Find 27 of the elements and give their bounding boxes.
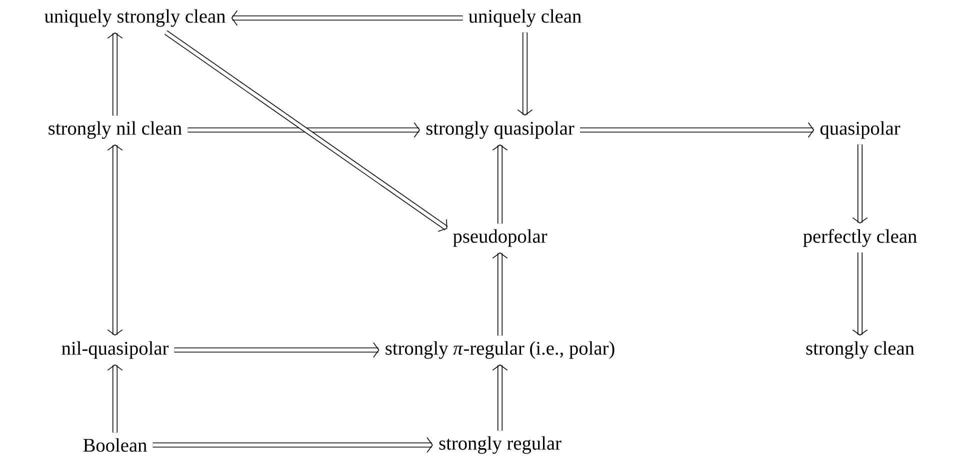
term-label: strongly π-regular (i.e., polar) <box>386 341 614 359</box>
term-label: strongly regular <box>439 436 562 454</box>
implication-arrow <box>492 364 508 431</box>
term-label: strongly clean <box>806 341 914 359</box>
implication-arrow <box>107 364 123 433</box>
implication-arrow <box>492 252 508 336</box>
implication-arrow <box>174 342 380 358</box>
implication-arrow <box>188 122 420 138</box>
implication-arrow <box>164 30 448 232</box>
term-label: uniquely strongly clean <box>44 9 226 27</box>
term-label: perfectly clean <box>803 229 917 247</box>
implication-arrow <box>152 437 433 453</box>
term-label: nil-quasipolar <box>62 341 169 359</box>
term-label: pseudopolar <box>453 229 548 247</box>
implication-arrow <box>231 10 463 26</box>
implication-arrow <box>492 144 508 224</box>
term-label: uniquely clean <box>468 9 582 27</box>
term-label: strongly nil clean <box>48 121 182 139</box>
implication-arrow <box>107 32 123 116</box>
term-label: strongly quasipolar <box>426 121 574 139</box>
implication-arrow <box>852 252 868 336</box>
implication-arrow <box>517 32 533 116</box>
term-label: quasipolar <box>820 121 900 139</box>
implication-arrow <box>580 122 814 138</box>
implication-arrow <box>107 144 123 336</box>
term-label: Boolean <box>83 438 147 452</box>
implication-arrow <box>852 144 868 224</box>
